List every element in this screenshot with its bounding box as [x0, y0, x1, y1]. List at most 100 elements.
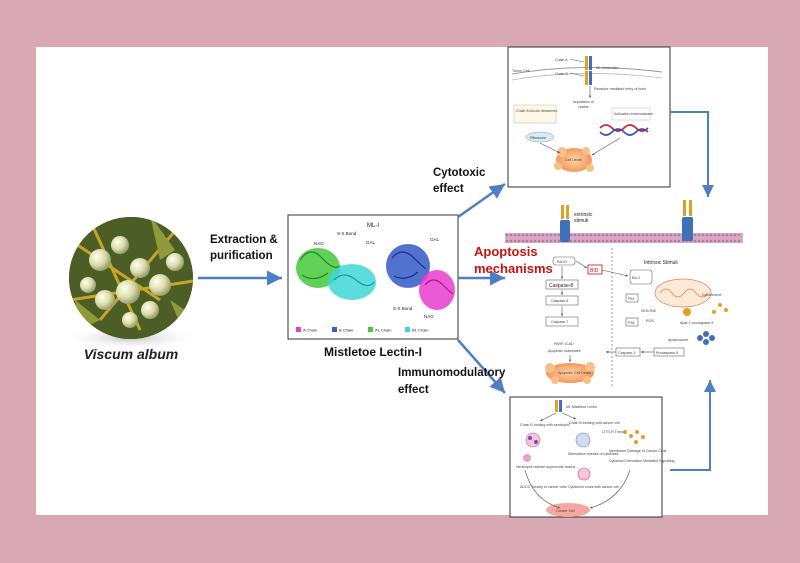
membrane-head — [725, 233, 729, 237]
cyto-receptor-binding: Receptor mediated entry of toxin — [594, 87, 646, 91]
membrane-head — [541, 233, 545, 237]
membrane-head — [589, 239, 593, 243]
imm-stimulation: Stimulation release of cytokines — [568, 452, 619, 456]
membrane-head — [693, 239, 697, 243]
membrane-head — [669, 239, 673, 243]
membrane-head — [601, 233, 605, 237]
membrane-head — [509, 233, 513, 237]
membrane-head — [549, 239, 553, 243]
membrane-head — [517, 239, 521, 243]
membrane-head — [585, 233, 589, 237]
imm-receptor: ML Mistletoe Lectin — [566, 405, 597, 409]
membrane-head — [649, 233, 653, 237]
label-nag-left: NAG — [314, 241, 324, 246]
membrane-head — [629, 239, 633, 243]
membrane-head — [665, 233, 669, 237]
apop-apoptosome: Apoptosome — [668, 338, 688, 342]
membrane-head — [697, 239, 701, 243]
membrane-head — [721, 239, 725, 243]
membrane-head — [649, 239, 653, 243]
legend-label-a1-chain: A1 Chain — [375, 328, 391, 333]
membrane-head — [533, 233, 537, 237]
membrane-head — [597, 239, 601, 243]
membrane-head — [621, 233, 625, 237]
label-ss-bond-top: S-S Bond — [337, 231, 357, 236]
apop-parp: PARP, ICAD — [554, 342, 574, 346]
membrane-head — [701, 239, 705, 243]
membrane-head — [637, 239, 641, 243]
membrane-head — [569, 233, 573, 237]
membrane-head — [569, 239, 573, 243]
immuno-label-2: effect — [398, 384, 429, 396]
cyto-tumor-cell: Tumor Cell — [512, 69, 530, 73]
legend-swatch-a-chain — [296, 327, 301, 332]
label-gal-right: GAL — [430, 237, 440, 242]
membrane-head — [605, 233, 609, 237]
label-ss-bond-bottom: S-S Bond — [393, 306, 413, 311]
cyto-activation: Activation endonuclease — [614, 112, 653, 116]
membrane-head — [601, 239, 605, 243]
membrane-head — [669, 233, 673, 237]
apop-sek: SEK/JNK — [641, 309, 657, 313]
membrane-head — [613, 239, 617, 243]
membrane-head — [589, 233, 593, 237]
membrane-head — [677, 233, 681, 237]
membrane-head — [597, 233, 601, 237]
membrane-head — [717, 233, 721, 237]
membrane-head — [505, 239, 509, 243]
apop-fadd: FADD — [557, 260, 567, 264]
apop-ros: ROS — [646, 319, 654, 323]
membrane-head — [673, 239, 677, 243]
membrane-head — [661, 233, 665, 237]
cyto-chains: chains — [578, 105, 589, 109]
membrane-head — [625, 233, 629, 237]
cytotoxic-label-1: Cytotoxic — [433, 167, 486, 179]
membrane-head — [529, 239, 533, 243]
membrane-head — [509, 239, 513, 243]
cyto-chain-a-blocks: Chain A blocks ribosomes — [516, 109, 557, 113]
membrane-head — [629, 233, 633, 237]
protein-ribbons — [296, 244, 455, 310]
apop-procaspase9: Procaspase-9 — [656, 351, 678, 355]
imm-cancer-cell: Cancer Cell — [556, 509, 575, 513]
membrane-head — [617, 233, 621, 237]
cyto-ribosome: Ribosome — [530, 136, 546, 140]
membrane-head — [653, 239, 657, 243]
apop-p53: P53 — [628, 297, 634, 301]
imm-membrane: Membrane Damage of Cancer Cells — [609, 449, 667, 453]
membrane-head — [625, 239, 629, 243]
membrane-head — [577, 239, 581, 243]
membrane-head — [665, 239, 669, 243]
imm-cytokines: Cytokines cross with cancer cell — [568, 485, 619, 489]
apop-caspase6: Caspase-6 — [551, 299, 568, 303]
membrane-head — [613, 233, 617, 237]
arrow-to-immuno — [457, 339, 506, 394]
extraction-label-2: purification — [210, 250, 273, 262]
membrane-head — [729, 233, 733, 237]
membrane-head — [557, 239, 561, 243]
membrane-head — [633, 233, 637, 237]
membrane-head — [525, 233, 529, 237]
membrane-head — [593, 233, 597, 237]
membrane-head — [553, 239, 557, 243]
imm-chain-b-cancer: Chain B binding with cancer cell — [569, 421, 620, 425]
cyto-separation: separation of — [573, 100, 594, 104]
membrane-head — [713, 233, 717, 237]
membrane-head — [641, 239, 645, 243]
immuno-dots — [623, 430, 645, 444]
membrane-head — [733, 239, 737, 243]
cyto-chain-a: Chain A — [555, 58, 568, 62]
apop-extrinsic: extrinsic — [574, 212, 593, 218]
legend-label-b-chain: B Chain — [339, 328, 353, 333]
membrane-head — [585, 239, 589, 243]
imm-ltrpe: LT/TLR Theory — [602, 430, 626, 434]
membrane-head — [653, 233, 657, 237]
membrane-head — [521, 239, 525, 243]
legend-swatch-b-chain — [332, 327, 337, 332]
protein-legend: A Chain B Chain A1 Chain B1 Chain — [296, 327, 428, 333]
legend-label-a-chain: A Chain — [303, 328, 317, 333]
label-nag-right: NAG — [424, 314, 434, 319]
membrane-head — [545, 239, 549, 243]
apoptosis-panel: extrinsic stimuli Intrinsic Stimuli FADD… — [505, 200, 743, 388]
